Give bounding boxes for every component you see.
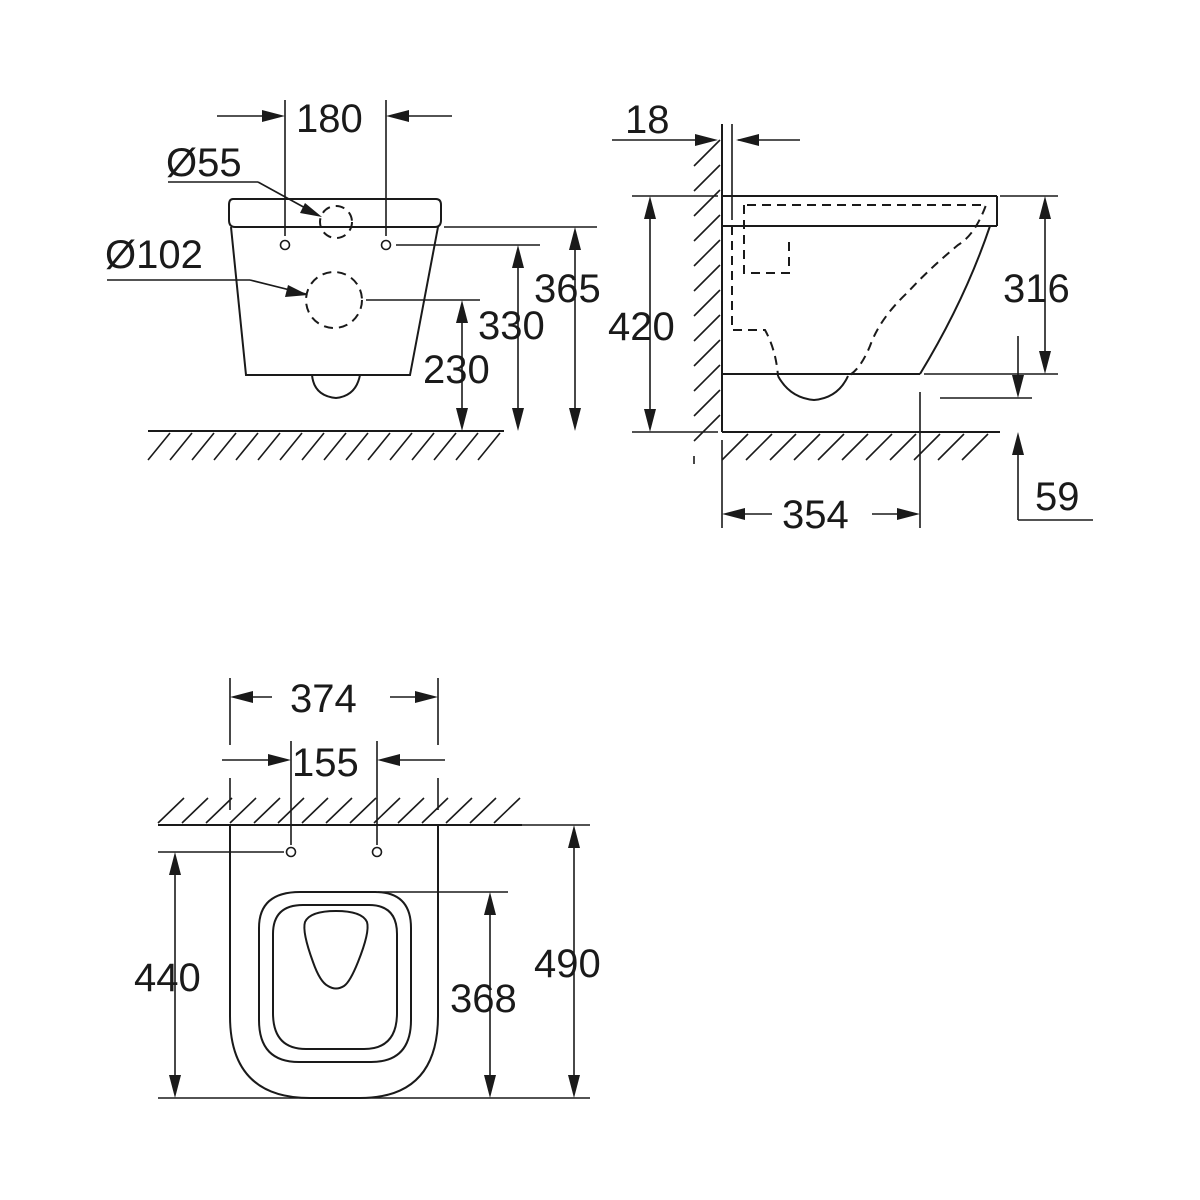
dim-365-label: 365: [534, 267, 601, 311]
front-bowl-outline: [228, 198, 442, 400]
dia-102-leader: [107, 279, 308, 297]
dia-102-label: Ø102: [105, 233, 203, 277]
plan-wall-hatch: [157, 797, 521, 824]
dim-316: [924, 195, 1058, 375]
inlet-circle: [319, 205, 353, 239]
dim-440: [158, 851, 284, 1098]
side-view: 18 420 316 59: [608, 98, 1093, 537]
seat-inner-outline: [272, 904, 398, 1050]
plan-bowl-outline: [229, 825, 439, 1099]
front-floor-hatch: [147, 432, 501, 461]
dim-368-label: 368: [450, 977, 517, 1021]
dim-230-label: 230: [423, 348, 490, 392]
dim-368: [378, 891, 508, 1098]
dim-18: [612, 124, 800, 220]
dim-490-label: 490: [534, 942, 601, 986]
dim-330: [512, 245, 524, 431]
plan-view: 374 155 440 368: [134, 677, 601, 1099]
side-bowl-outline: [722, 195, 998, 402]
side-hidden-lines: [731, 204, 988, 377]
dim-440-label: 440: [134, 956, 201, 1000]
bowl-opening: [303, 909, 369, 990]
side-floor-hatch: [721, 433, 989, 461]
dim-365: [569, 227, 581, 431]
dim-180-label: 180: [296, 97, 363, 141]
dim-374-label: 374: [290, 677, 357, 721]
dim-490: [158, 824, 590, 1099]
fixing-hole-left: [279, 239, 291, 251]
front-view: 180 Ø55 Ø102 365: [105, 97, 601, 461]
dim-354-label: 354: [782, 493, 849, 537]
dim-155: [222, 741, 445, 845]
dim-420: [632, 195, 718, 433]
dim-230: [456, 300, 468, 431]
dim-330-label: 330: [478, 304, 545, 348]
dia-55-leader: [168, 181, 322, 217]
dim-59: [940, 336, 1093, 521]
seat-outline: [258, 891, 412, 1063]
dim-316-label: 316: [1003, 267, 1070, 311]
dim-18-label: 18: [625, 98, 670, 142]
dim-374: [229, 678, 439, 745]
dim-420-label: 420: [608, 305, 675, 349]
dim-155-label: 155: [292, 741, 359, 785]
plan-fixing-hole-right: [371, 846, 383, 858]
outlet-circle: [305, 271, 363, 329]
plan-fixing-hole-left: [285, 846, 297, 858]
dim-59-label: 59: [1035, 475, 1080, 519]
wall-hatch: [693, 139, 721, 442]
dim-180: [217, 100, 452, 236]
dia-55-label: Ø55: [166, 141, 242, 185]
dim-354: [721, 392, 921, 528]
fixing-hole-right: [380, 239, 392, 251]
